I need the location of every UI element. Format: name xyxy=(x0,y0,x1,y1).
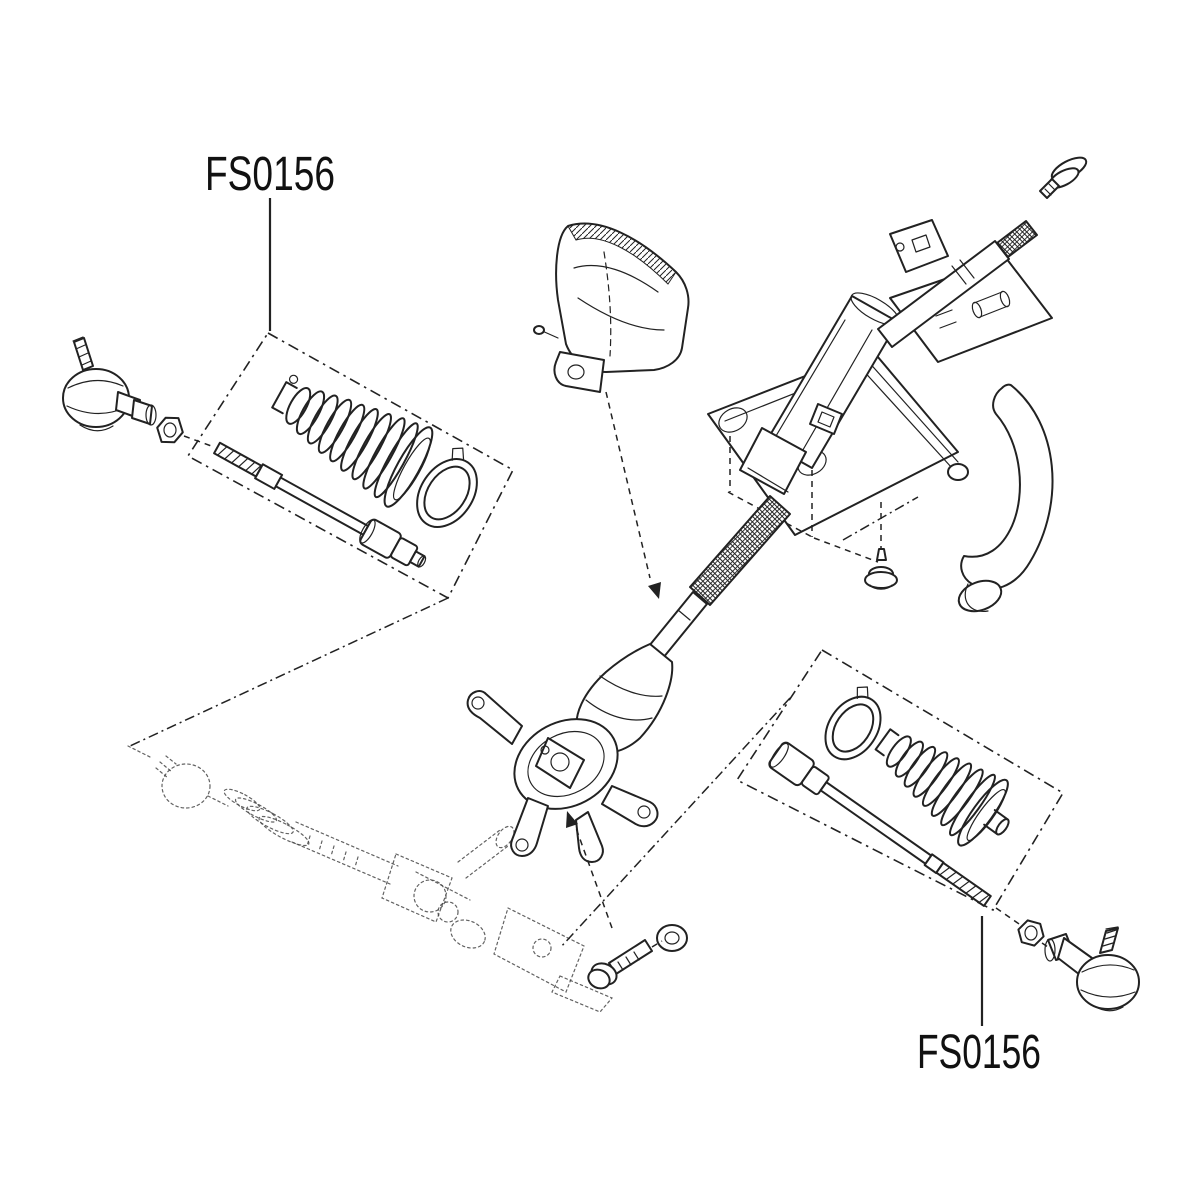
steering-rack-ghost xyxy=(127,745,613,1013)
kit-box-right xyxy=(735,648,1065,912)
boot-clamp-left xyxy=(416,447,478,528)
part-number-label-bottom: FS0156 xyxy=(917,1026,1041,1079)
assembly-axis-right xyxy=(995,907,1052,950)
jam-nut-left xyxy=(156,416,184,444)
outer-tie-rod-end-left xyxy=(62,336,157,432)
upper-shaft-bolt xyxy=(1039,156,1088,199)
label-kit-right: FS0156 xyxy=(917,916,1041,1079)
part-number-label-top: FS0156 xyxy=(205,148,335,201)
column-tube xyxy=(765,295,899,469)
jam-nut-right xyxy=(1017,919,1045,947)
column-mounting-bolt xyxy=(864,548,898,590)
steering-column-assembly xyxy=(707,219,1054,613)
intermediate-shaft xyxy=(575,495,791,754)
label-kit-left: FS0156 xyxy=(205,148,335,331)
firewall-seal-plate xyxy=(466,690,659,863)
kit-right-pointer-line xyxy=(559,697,791,949)
cover-pointer-line xyxy=(605,391,651,579)
lower-mount-bolt-and-washer xyxy=(587,924,688,990)
steering-rack-boot-right xyxy=(874,726,1010,847)
outer-tie-rod-end-right xyxy=(1044,926,1140,1012)
tilt-bracket-arm xyxy=(960,383,1054,590)
boot-clamp-right xyxy=(824,686,882,761)
install-direction-arrow-top xyxy=(648,582,661,599)
install-direction-arrow-bottom xyxy=(566,811,578,828)
lower-bolt-leader xyxy=(575,827,613,929)
inner-tie-rod-right xyxy=(768,741,992,907)
inner-tie-rod-left xyxy=(213,441,427,568)
steering-rack-boot-left xyxy=(271,374,434,508)
column-hole-cover xyxy=(533,222,690,393)
kit-left-pointer-line xyxy=(129,597,449,747)
assembly-axis-left xyxy=(183,435,215,448)
upper-small-bracket xyxy=(889,219,949,273)
